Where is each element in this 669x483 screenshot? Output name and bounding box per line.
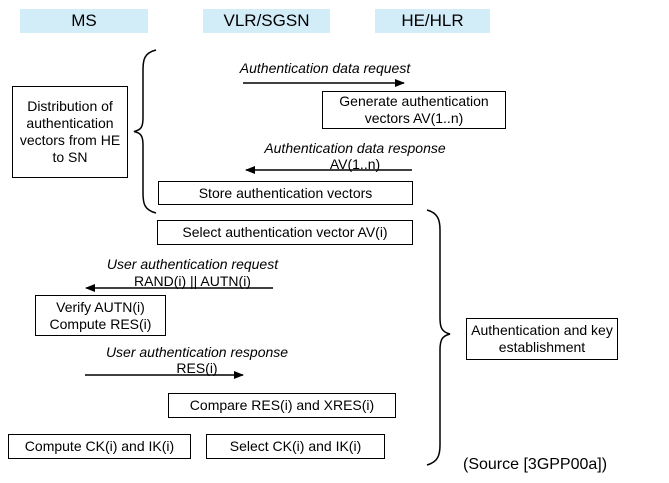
action-store-av-text: Store authentication vectors [198,184,373,201]
action-verify-autn-line1: Verify AUTN(i) [56,298,145,315]
action-verify-autn-line2: Compute RES(i) [49,315,152,332]
message-user-auth-response-title: User authentication response [105,344,289,360]
message-auth-data-response-payload: AV(1..n) [329,156,381,172]
source-note: (Source [3GPP00a]) [463,456,608,473]
message-auth-data-request-title: Authentication data request [239,60,411,76]
message-user-auth-request-payload: RAND(i) || AUTN(i) [134,273,251,289]
phase-brace-left [133,49,157,214]
message-user-auth-request-title: User authentication request [106,256,279,272]
action-verify-autn: Verify AUTN(i) Compute RES(i) [35,295,166,336]
action-select-av: Select authentication vector AV(i) [157,220,413,245]
action-select-keys-text: Select CK(i) and IK(i) [229,438,362,454]
action-store-av: Store authentication vectors [158,181,413,205]
action-compute-keys: Compute CK(i) and IK(i) [8,434,191,459]
action-select-keys: Select CK(i) and IK(i) [206,434,385,459]
action-generate-av-line1: Generate authentication [339,93,489,109]
message-auth-data-response-title: Authentication data response [264,140,446,156]
action-generate-av: Generate authentication vectors AV(1..n) [322,91,506,129]
action-generate-av-text: Generate authentication vectors AV(1..n) [327,93,501,127]
column-header-vlr-sgsn-label: VLR/SGSN [223,11,310,30]
column-header-he-hlr: HE/HLR [375,9,490,33]
column-header-he-hlr-label: HE/HLR [401,11,464,30]
message-user-auth-response-payload: RES(i) [176,360,218,376]
action-generate-av-line2: vectors AV(1..n) [364,110,464,126]
action-compute-keys-text: Compute CK(i) and IK(i) [24,438,175,454]
action-compare-res-text: Compare RES(i) and XRES(i) [189,397,375,413]
column-header-vlr-sgsn: VLR/SGSN [203,9,330,33]
action-verify-autn-text: Verify AUTN(i) Compute RES(i) [40,299,161,333]
action-compare-res: Compare RES(i) and XRES(i) [168,393,396,418]
phase-label-authentication: Authentication and key establishment [466,318,618,360]
action-select-av-text: Select authentication vector AV(i) [182,224,388,240]
phase-label-distribution: Distribution of authentication vectors f… [12,86,128,178]
column-header-ms: MS [20,9,148,33]
column-header-ms-label: MS [71,11,97,30]
phase-label-distribution-text: Distribution of authentication vectors f… [19,98,121,165]
phase-brace-right [426,209,451,466]
phase-label-authentication-text: Authentication and key establishment [471,322,613,355]
